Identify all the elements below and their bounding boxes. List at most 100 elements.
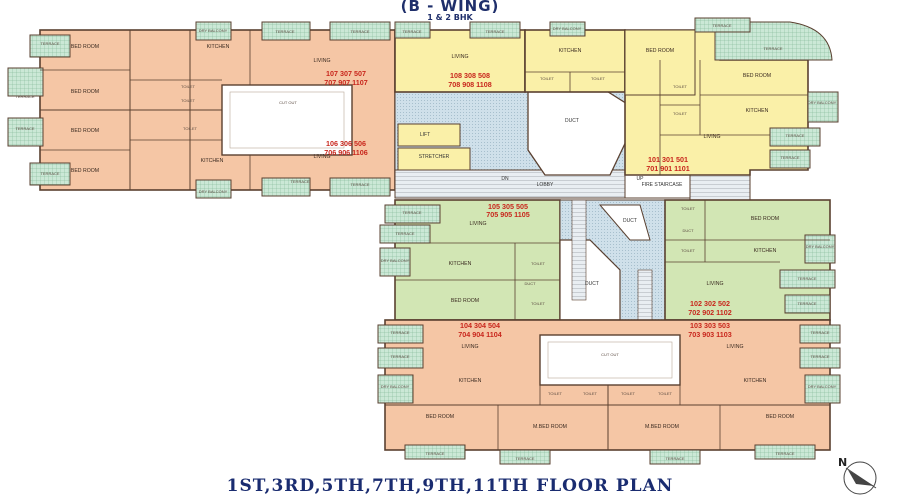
flat-number: 107 307 507 [326, 69, 366, 78]
room-label: TERRACE [290, 179, 309, 184]
room-label: TERRACE [402, 210, 421, 215]
room-label: TERRACE [40, 171, 59, 176]
flat-number: 703 903 1103 [688, 330, 732, 339]
block-top-left: BED ROOM BED ROOM BED ROOM BED ROOM KITC… [7, 21, 396, 199]
flat-number: 708 908 1108 [448, 80, 492, 89]
room-label: TERRACE [665, 456, 684, 461]
room-label: BED ROOM [751, 216, 779, 222]
room-label: TERRACE [797, 301, 816, 306]
room-label: LIVING [703, 134, 720, 140]
duct-label: DUCT [623, 218, 637, 224]
fire-staircase-label: FIRE STAIRCASE [642, 182, 683, 188]
room-label: KITCHEN [746, 108, 769, 114]
room-label: TOILET [673, 111, 687, 116]
lobby-label: LOBBY [537, 182, 554, 188]
room-label: TERRACE [390, 330, 409, 335]
block-middle-left: LIVING KITCHEN BED ROOM TOILET TOILET DU… [379, 199, 561, 321]
room-label: DRY BALCONY [381, 258, 410, 263]
duct-label: DUCT [524, 281, 536, 286]
block-top-right: BED ROOM BED ROOM KITCHEN LIVING TOILET … [624, 17, 839, 176]
room-label: TOILET [183, 126, 197, 131]
flat-number: 705 905 1105 [486, 210, 530, 219]
room-label: LIVING [313, 154, 330, 160]
room-label: TERRACE [395, 231, 414, 236]
bhk-subtitle: 1 & 2 BHK [427, 13, 473, 22]
floor-plan-title: 1ST,3RD,5TH,7TH,9TH,11TH FLOOR PLAN [226, 476, 674, 496]
room-label: BED ROOM [71, 89, 99, 95]
room-label: TOILET [591, 76, 605, 81]
room-label: BED ROOM [426, 414, 454, 420]
room-label: KITCHEN [207, 44, 230, 50]
duct-label: DUCT [682, 228, 694, 233]
room-label: TOILET [673, 84, 687, 89]
room-label: TERRACE [775, 451, 794, 456]
room-label: M.BED ROOM [533, 424, 567, 430]
room-label: TERRACE [350, 29, 369, 34]
flat-number: 704 904 1104 [458, 330, 502, 339]
room-label: TOILET [621, 391, 635, 396]
room-label: TOILET [548, 391, 562, 396]
room-label: KITCHEN [201, 158, 224, 164]
wing-title: (B - WING) [400, 0, 500, 15]
room-label: BED ROOM [743, 73, 771, 79]
room-label: LIVING [706, 281, 723, 287]
core-middle: DUCT DUCT [559, 199, 666, 321]
room-label: KITCHEN [754, 248, 777, 254]
room-label: TERRACE [425, 451, 444, 456]
room-label: TERRACE [485, 29, 504, 34]
room-label: KITCHEN [559, 48, 582, 54]
room-label: TERRACE [390, 354, 409, 359]
room-label: DRY BALCONY [199, 189, 228, 194]
up-label: UP [637, 176, 645, 182]
room-label: M.BED ROOM [645, 424, 679, 430]
dn-label: DN [501, 176, 509, 182]
room-label: KITCHEN [449, 261, 472, 267]
room-label: TOILET [531, 301, 545, 306]
duct-label: DUCT [565, 118, 579, 124]
room-label: DRY BALCONY [808, 384, 837, 389]
room-label: KITCHEN [459, 378, 482, 384]
room-label: TOILET [181, 98, 195, 103]
room-label: BED ROOM [646, 48, 674, 54]
room-label: LIVING [469, 221, 486, 227]
room-label: TOILET [681, 206, 695, 211]
room-label: LIVING [461, 344, 478, 350]
flat-number: 103 303 503 [690, 321, 730, 330]
flat-number: 105 305 505 [488, 202, 528, 211]
room-label: DRY BALCONY [381, 384, 410, 389]
block-middle-right: BED ROOM KITCHEN LIVING TOILET TOILET DU… [664, 199, 836, 321]
room-label: BED ROOM [71, 44, 99, 50]
room-label: TOILET [583, 391, 597, 396]
flat-number: 101 301 501 [648, 155, 688, 164]
room-label: TERRACE [275, 29, 294, 34]
room-label: TERRACE [40, 41, 59, 46]
room-label: DRY BALCONY [808, 100, 837, 105]
room-label: LIVING [451, 54, 468, 60]
compass-north-label: N [838, 456, 847, 469]
flat-number: 707 907 1107 [324, 78, 368, 87]
flat-number: 706 906 1106 [324, 148, 368, 157]
room-label: BED ROOM [71, 128, 99, 134]
room-label: TOILET [181, 84, 195, 89]
room-label: TERRACE [515, 456, 534, 461]
room-label: TERRACE [763, 46, 782, 51]
room-label: TERRACE [350, 182, 369, 187]
cut-out-label: CUT OUT [601, 352, 619, 357]
room-label: TOILET [531, 261, 545, 266]
room-label: BED ROOM [71, 168, 99, 174]
room-label: TERRACE [797, 276, 816, 281]
duct-label: DUCT [585, 281, 599, 287]
room-label: TERRACE [785, 133, 804, 138]
flat-number: 701 901 1101 [646, 164, 690, 173]
flat-number: 104 304 504 [460, 321, 500, 330]
lift-label: LIFT [420, 132, 430, 138]
room-label: TERRACE [810, 330, 829, 335]
room-label: KITCHEN [744, 378, 767, 384]
block-bottom: LIVING LIVING KITCHEN KITCHEN BED ROOM B… [377, 319, 841, 465]
room-label: LIVING [726, 344, 743, 350]
room-label: TERRACE [712, 23, 731, 28]
room-label: LIVING [313, 58, 330, 64]
flat-number: 102 302 502 [690, 299, 730, 308]
north-compass-icon: N [838, 456, 877, 495]
